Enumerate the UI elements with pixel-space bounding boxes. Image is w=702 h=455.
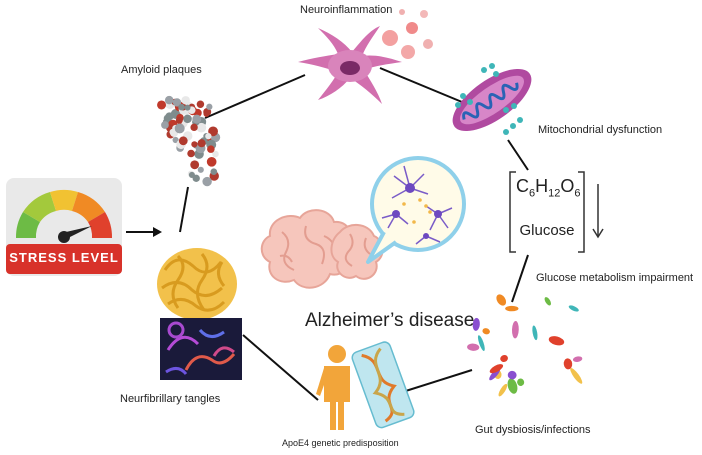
label-apoe4: ApoE4 genetic predisposition (282, 438, 399, 448)
amyloid-atom (178, 103, 185, 111)
neuron-bubble-icon (366, 156, 466, 264)
label-amyloid-plaques: Amyloid plaques (121, 64, 202, 76)
arrowhead-gauge (153, 227, 162, 237)
amyloid-atom (206, 103, 213, 110)
bacterium (505, 305, 519, 312)
bacterium (572, 356, 583, 362)
label-gut-dysbiosis: Gut dysbiosis/infections (475, 424, 591, 436)
connector-glucose-gut (511, 254, 529, 303)
amyloid-atom (187, 149, 195, 158)
bacterium (498, 383, 508, 397)
amyloid-atom (190, 123, 198, 132)
amyloid-atom (188, 171, 195, 178)
amyloid-atom (197, 139, 206, 148)
amyloid-atom (184, 104, 191, 111)
amyloid-atom (212, 150, 219, 158)
amyloid-atom (205, 133, 212, 140)
connectors (126, 67, 529, 401)
formula-c-sub: 6 (529, 187, 536, 200)
bacterium (489, 364, 504, 374)
amyloid-plaque-icon (157, 95, 221, 187)
bacterium (507, 370, 517, 380)
amyloid-atom (202, 176, 212, 187)
connector-neuro-mito (379, 67, 463, 103)
label-neurofibrillary-tangles: Neurfibrillary tangles (120, 393, 221, 405)
bacteria-icon (467, 294, 583, 397)
formula-h-sub: 12 (548, 187, 561, 200)
bacterium (517, 378, 525, 386)
amyloid-atom (175, 116, 183, 124)
amyloid-atom (157, 100, 167, 110)
connector-mito-glucose (507, 139, 529, 171)
amyloid-atom (196, 100, 205, 108)
bacterium (532, 325, 538, 341)
bacterium (467, 343, 480, 351)
formula-o: O (560, 176, 575, 196)
amyloid-atom (161, 121, 169, 129)
amyloid-atom (197, 166, 204, 173)
bacterium (563, 358, 573, 370)
amyloid-atom (183, 114, 192, 124)
amyloid-atom (165, 112, 174, 121)
bacterium (482, 328, 490, 335)
amyloid-atom (208, 126, 218, 137)
amyloid-atom (174, 123, 185, 134)
neuron-icon (298, 9, 433, 104)
amyloid-atom (196, 122, 207, 133)
amyloid-atom (206, 156, 217, 167)
label-neuroinflammation: Neuroinflammation (300, 4, 393, 16)
amyloid-atom (207, 145, 215, 153)
formula-o-sub: 6 (574, 187, 581, 200)
page-title: Alzheimer’s disease (305, 310, 475, 331)
tangles-icon (157, 248, 242, 380)
bacterium (568, 305, 579, 312)
glucose-formula: C6H12O6 (516, 176, 581, 204)
stress-gauge-icon (6, 178, 122, 276)
amyloid-atom (203, 107, 212, 116)
glucose-name: Glucose (519, 222, 575, 239)
person-dna-icon (316, 341, 415, 430)
connector-amyloid-neuro (204, 74, 306, 119)
bacterium (500, 354, 508, 362)
formula-c: C (516, 176, 529, 196)
bacterium (544, 297, 551, 306)
amyloid-atom (172, 98, 182, 107)
mitochondria-icon (452, 63, 532, 135)
label-glucose-metabolism: Glucose metabolism impairment (536, 272, 694, 284)
label-mitochondrial-dysfunction: Mitochondrial dysfunction (538, 124, 663, 136)
stress-level-label: STRESS LEVEL (9, 250, 119, 265)
amyloid-atom (191, 141, 198, 148)
bacterium (507, 378, 518, 394)
amyloid-atom (181, 96, 190, 105)
brain-icon (260, 209, 384, 289)
glucose-formula-icon (509, 171, 604, 253)
bacterium (570, 368, 583, 384)
bacterium (511, 320, 519, 339)
bacterium (472, 317, 480, 331)
amyloid-atom (164, 95, 174, 105)
bacterium (548, 336, 565, 346)
bacterium (496, 294, 507, 306)
bacterium (477, 335, 485, 351)
formula-h: H (535, 176, 549, 196)
amyloid-atom (190, 160, 200, 170)
amyloid-atom (178, 136, 188, 146)
connector-tangles-amyloid (179, 186, 189, 233)
amyloid-atom (210, 168, 218, 176)
connector-apoe-tangles (242, 334, 319, 401)
amyloid-atom (192, 114, 202, 124)
